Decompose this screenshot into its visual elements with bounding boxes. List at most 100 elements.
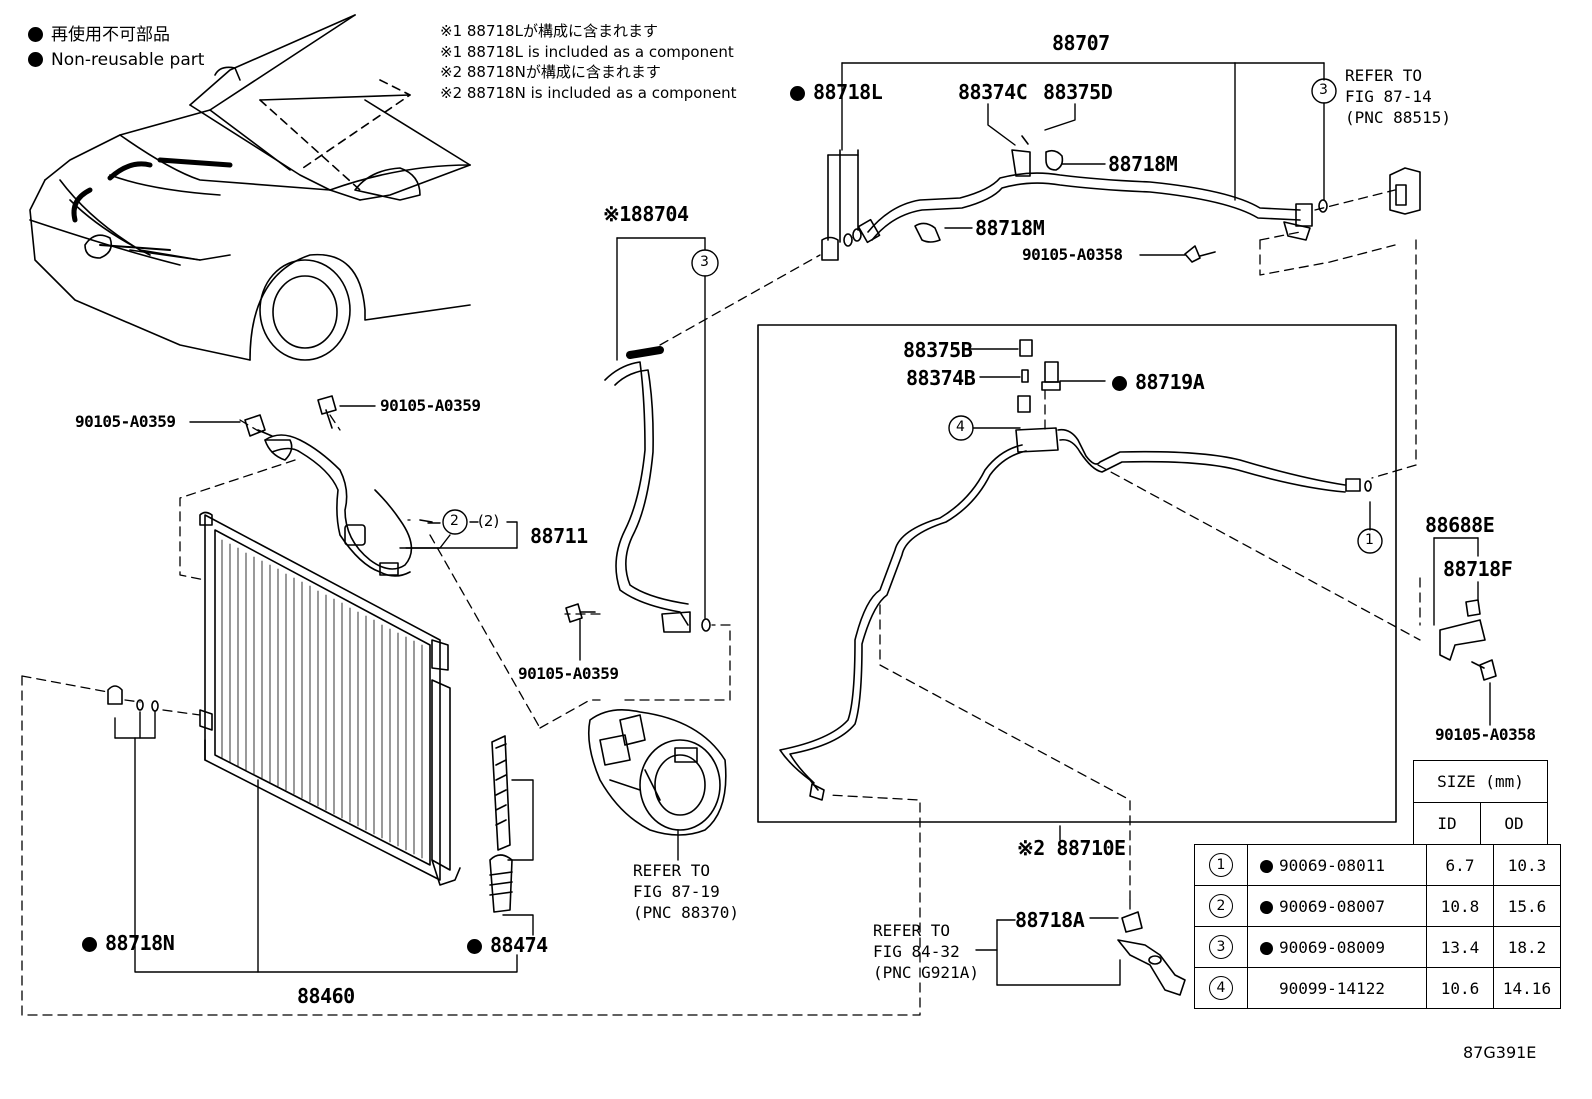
part-label-88707: 88707 [1052, 31, 1110, 55]
receiver-88474 [107, 685, 513, 913]
table-cell-od: 14.16 [1493, 967, 1561, 1009]
table-cell-id: 10.6 [1426, 967, 1494, 1009]
refer-fig-87-14: REFER TO FIG 87-14 (PNC 88515) [1345, 66, 1451, 127]
table-row: 2 90069-08007 10.8 15.6 [1194, 885, 1561, 927]
row-part-number: 90069-08011 [1279, 855, 1385, 875]
row-part-number: 90099-14122 [1279, 978, 1385, 998]
vehicle-illustration [29, 14, 471, 361]
part-label-88718N-text: 88718N [105, 931, 175, 955]
nonreusable-dot-icon [1260, 900, 1273, 914]
row-number-circle: 1 [1209, 853, 1233, 877]
part-label-90105-A0359-left: 90105-A0359 [75, 412, 176, 431]
part-label-88718L-text: 88718L [813, 80, 883, 104]
part-label-88474-text: 88474 [490, 933, 548, 957]
table-cell-id: 10.8 [1426, 885, 1494, 927]
part-label-88711-qty: (2) [478, 512, 500, 530]
table-cell-part: 90069-08011 [1247, 844, 1427, 886]
row-part-number: 90069-08009 [1279, 937, 1385, 957]
part-label-88718N: 88718N [82, 931, 175, 955]
nonreusable-dot-icon [790, 86, 805, 101]
table-row: 4 90099-14122 10.6 14.16 [1194, 967, 1561, 1009]
legend-jp: 再使用不可部品 [28, 27, 170, 44]
size-table: 1 90069-08011 6.7 10.3 2 90069-08007 10.… [1194, 844, 1561, 1009]
part-label-88460: 88460 [297, 984, 355, 1008]
legend-en-text: Non-reusable part [51, 50, 205, 70]
dashed-guides [21, 189, 1421, 1016]
table-cell-od: 18.2 [1493, 926, 1561, 968]
part-label-88718A: 88718A [1015, 908, 1085, 932]
legend-jp-text: 再使用不可部品 [51, 25, 170, 45]
nonreusable-dot-icon [1112, 376, 1127, 391]
refer-fig-84-32: REFER TO FIG 84-32 (PNC G921A) [873, 921, 979, 982]
part-label-88719A-text: 88719A [1135, 370, 1205, 394]
part-label-88719A: 88719A [1112, 370, 1205, 394]
part-label-88704: ※188704 [603, 202, 689, 226]
legend-en: Non-reusable part [28, 52, 204, 69]
hose-88711 [244, 395, 596, 623]
leader-lines [114, 62, 1491, 986]
part-label-90105-A0358-top: 90105-A0358 [1022, 245, 1123, 264]
part-label-88710E: ※2 88710E [1017, 836, 1126, 860]
size-table-col-od: OD [1504, 814, 1524, 833]
table-cell-id: 6.7 [1426, 844, 1494, 886]
part-88718L-clip [821, 149, 862, 261]
size-table-col-id: ID [1414, 803, 1481, 845]
part-label-88375D: 88375D [1043, 80, 1113, 104]
part-label-88711: 88711 [530, 524, 588, 548]
part-label-88688E: 88688E [1425, 513, 1495, 537]
nonreusable-dot-icon [467, 939, 482, 954]
table-cell-part: 90069-08007 [1247, 885, 1427, 927]
table-cell-num: 2 [1194, 885, 1248, 927]
table-cell-num: 1 [1194, 844, 1248, 886]
table-cell-part: 90099-14122 [1247, 967, 1427, 1009]
part-label-90105-A0359-mid: 90105-A0359 [380, 396, 481, 415]
table-cell-num: 4 [1194, 967, 1248, 1009]
bracket-88718A [1117, 911, 1186, 996]
part-label-88375B: 88375B [903, 338, 973, 362]
refer-fig-87-19: REFER TO FIG 87-19 (PNC 88370) [633, 861, 739, 922]
row-number-circle: 3 [1209, 935, 1233, 959]
nonreusable-dot-icon [1260, 941, 1273, 955]
bracket-88688E [1439, 599, 1497, 681]
suction-hose-88707 [857, 135, 1421, 263]
note-2-jp: ※2 88718Nが構成に含まれます [440, 63, 661, 81]
note-1-en: ※1 88718L is included as a component [440, 43, 734, 61]
callout-3-hose-number: 3 [700, 254, 709, 270]
table-row: 1 90069-08011 6.7 10.3 [1194, 844, 1561, 886]
note-1-jp: ※1 88718Lが構成に含まれます [440, 22, 658, 40]
size-table-title: SIZE (mm) [1414, 761, 1547, 803]
table-cell-id: 13.4 [1426, 926, 1494, 968]
callout-3-top-number: 3 [1319, 82, 1328, 98]
row-number-circle: 2 [1209, 894, 1233, 918]
condenser-88460 [199, 511, 461, 886]
callout-4-number: 4 [956, 419, 965, 435]
table-cell-part: 90069-08009 [1247, 926, 1427, 968]
figure-code: 87G391E [1463, 1043, 1537, 1062]
part-label-88374B: 88374B [906, 366, 976, 390]
table-row: 3 90069-08009 13.4 18.2 [1194, 926, 1561, 968]
liquid-line-88710E [779, 339, 1372, 801]
nonreusable-dot-icon [28, 52, 43, 67]
part-label-90105-A0359-low: 90105-A0359 [518, 664, 619, 683]
discharge-hose-88704 [604, 346, 711, 633]
nonreusable-dot-icon [28, 27, 43, 42]
nonreusable-dot-icon [82, 937, 97, 952]
row-number-circle: 4 [1209, 976, 1233, 1000]
part-label-88474: 88474 [467, 935, 548, 955]
row-part-number: 90069-08007 [1279, 896, 1385, 916]
inner-box [757, 324, 1397, 823]
table-cell-od: 15.6 [1493, 885, 1561, 927]
callout-2-number: 2 [450, 513, 459, 529]
part-label-88718F: 88718F [1443, 557, 1513, 581]
nonreusable-dot-icon [1260, 859, 1273, 873]
part-label-88374C: 88374C [958, 80, 1028, 104]
part-label-88718M-bottom: 88718M [975, 216, 1045, 240]
size-table-body: 1 90069-08011 6.7 10.3 2 90069-08007 10.… [1194, 844, 1561, 1009]
note-2-en: ※2 88718N is included as a component [440, 84, 737, 102]
part-label-88718L: 88718L [790, 80, 883, 104]
callout-1-number: 1 [1365, 532, 1374, 548]
callout-circles [442, 78, 1383, 554]
table-cell-od: 10.3 [1493, 844, 1561, 886]
table-cell-num: 3 [1194, 926, 1248, 968]
